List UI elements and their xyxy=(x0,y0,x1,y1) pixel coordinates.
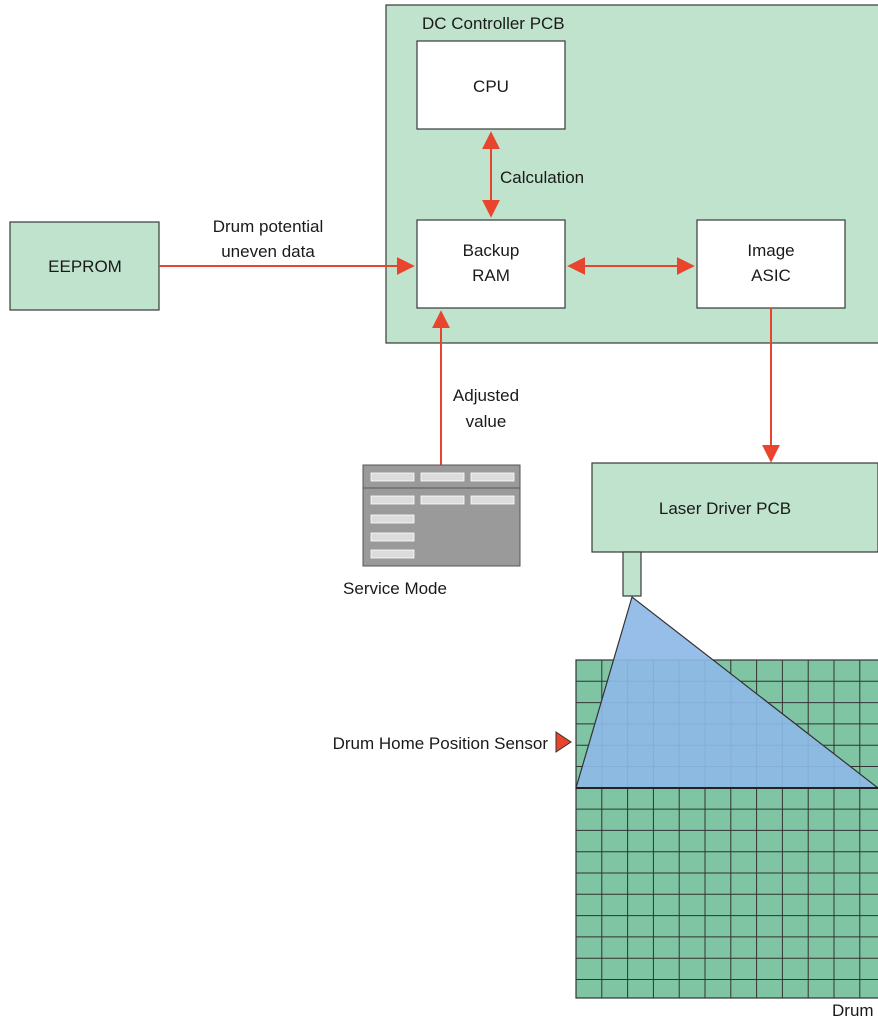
backup-ram-box xyxy=(416,219,566,309)
drum-potential-label-line2: uneven data xyxy=(221,242,315,261)
backup-ram-label-line2: RAM xyxy=(472,266,510,285)
laser-emitter xyxy=(622,551,642,597)
image-asic-label-line2: ASIC xyxy=(751,266,791,285)
adjusted-value-label-line2: value xyxy=(466,412,507,431)
drum-potential-label-line1: Drum potential xyxy=(213,217,324,236)
eeprom-label: EEPROM xyxy=(48,257,122,276)
adjusted-value-label-line1: Adjusted xyxy=(453,386,519,405)
drum-home-sensor-icon xyxy=(555,731,572,753)
image-asic-box xyxy=(696,219,846,309)
laser-driver-pcb xyxy=(591,462,878,553)
image-asic-label-line1: Image xyxy=(747,241,794,260)
backup-ram-label-line1: Backup xyxy=(463,241,520,260)
dc-controller-title: DC Controller PCB xyxy=(422,14,565,33)
calculation-label: Calculation xyxy=(500,168,584,187)
drum-home-sensor-label: Drum Home Position Sensor xyxy=(333,734,549,753)
laser-driver-label: Laser Driver PCB xyxy=(659,499,791,518)
service-mode-panel xyxy=(362,464,521,567)
drum-label: Drum xyxy=(832,1001,874,1020)
cpu-box xyxy=(416,40,566,130)
eeprom-box xyxy=(9,221,160,311)
cpu-label: CPU xyxy=(473,77,509,96)
service-mode-label: Service Mode xyxy=(343,579,447,598)
